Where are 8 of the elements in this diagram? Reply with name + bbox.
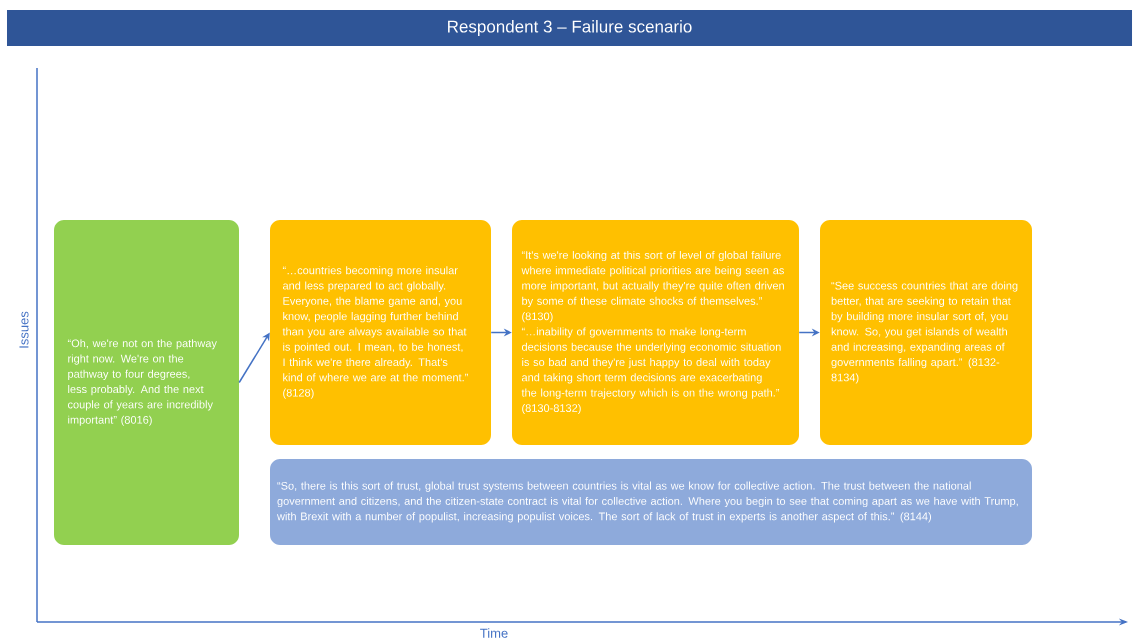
quote-box: “It's we're looking at this sort of level of global failure where immediate political priorities are being seen as more important, but actually they're quite often driven by some of these climate shocks of themselves.” (8130) “…inability of governments to make long-term decisions because the underlying economic situation is so bad and they're just happy to deal with today and taking short term decisions are exacerbating the long-term trajectory which is on the wrong path.” (8130-8132) bbox=[512, 220, 799, 445]
axis-label: Time bbox=[480, 628, 508, 638]
quote-box: “See success countries that are doing better, that are seeking to retain that by building more insular sort of, you know. So, you get islands of wealth and increasing, expanding areas of governments falling apart.” (8132-8134) bbox=[820, 220, 1032, 445]
title-bar: Respondent 3 – Failure scenario bbox=[7, 10, 1132, 46]
quote-box: “So, there is this sort of trust, global trust systems between countries is vital as we know for collective action. The trust between the national government and citizens, and the citizen-state contract is vital for collective action. Where you begin to see that coming apart as we have with Trump, with Brexit with a number of populist, increasing populist voices. The sort of lack of trust in experts is another aspect of this.” (8144) bbox=[270, 459, 1032, 545]
quote-box: “Oh, we're not on the pathway right now. We're on the pathway to four degrees, less probably. And the next couple of years are incredibly important” (8016) bbox=[54, 220, 239, 545]
axis-label: Issues bbox=[19, 311, 29, 348]
quote-box: “…countries becoming more insular and less prepared to act globally. Everyone, the blame game and, you know, people lagging further behind than you are always available so that is pointed out. I mean, to be honest, I think we're there already. That's kind of where we are at the moment.” (8128) bbox=[270, 220, 491, 445]
